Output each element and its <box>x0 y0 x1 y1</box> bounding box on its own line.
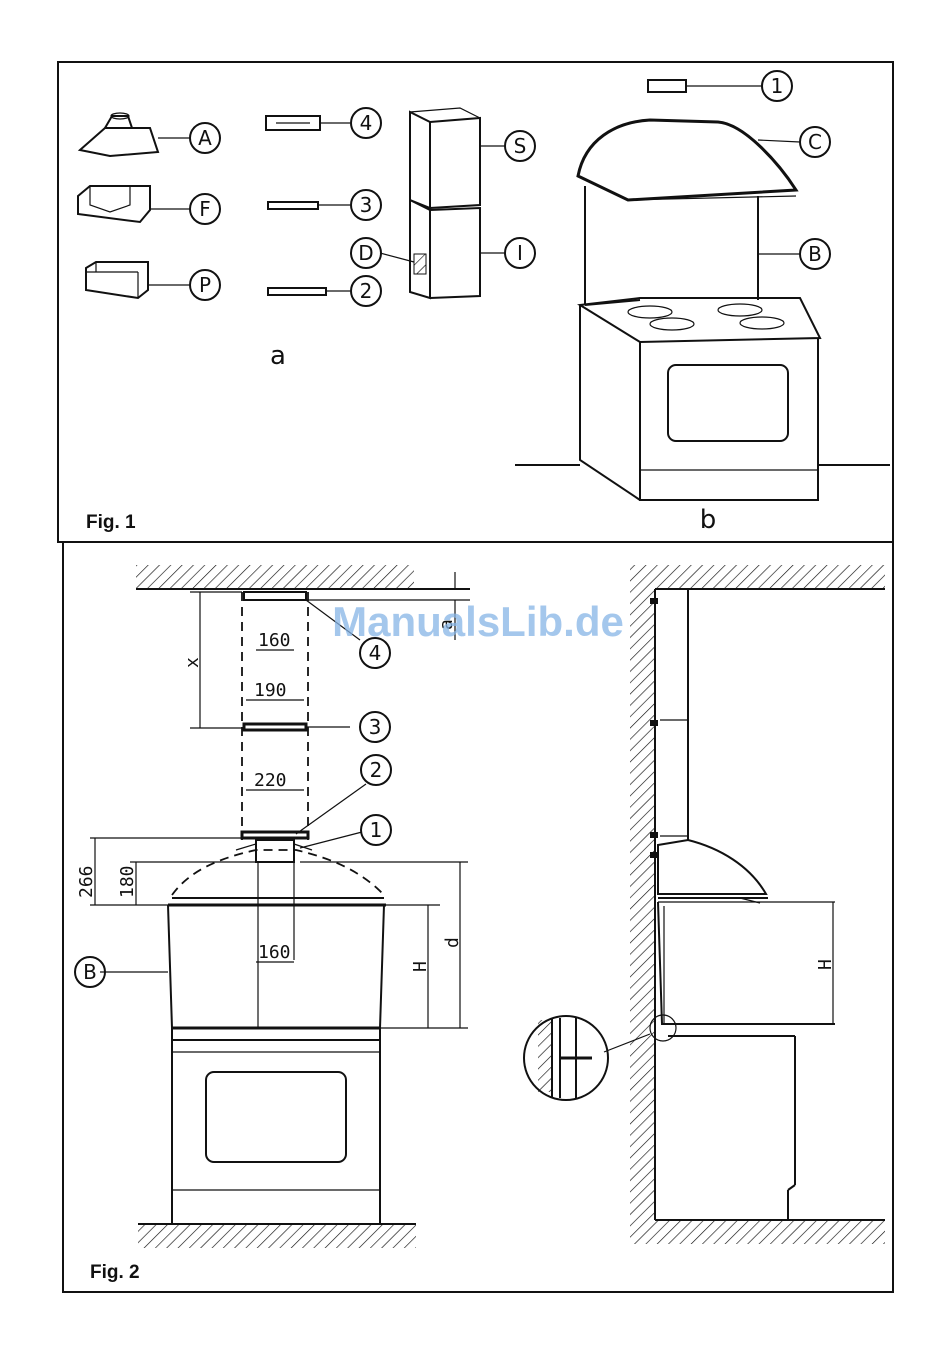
callout-1-fig1: 1 <box>762 71 792 101</box>
dim-160-bottom: 160 <box>258 942 291 963</box>
front-ceiling <box>136 565 470 589</box>
callout-1-fig2: 1 <box>361 815 391 845</box>
callout-a: A <box>190 123 220 153</box>
figure-2: 160 190 220 160 266 180 x a H d 4 3 2 1 … <box>75 565 885 1283</box>
callout-2: 2 <box>351 276 381 306</box>
dim-h-front: H <box>410 961 431 972</box>
callout-4: 4 <box>351 108 381 138</box>
dim-d: d <box>442 937 463 948</box>
callout-d-label: D <box>358 241 373 265</box>
dim-180: 180 <box>117 865 138 898</box>
callout-c: C <box>800 127 830 157</box>
watermark: ManualsLib.de <box>332 598 624 645</box>
dim-220: 220 <box>254 770 287 791</box>
callout-s: S <box>505 131 535 161</box>
callout-s-label: S <box>514 134 527 158</box>
dim-h-side: H <box>815 959 836 970</box>
chimney-drawing <box>380 108 506 298</box>
part-p-drawing <box>86 262 190 298</box>
callout-c-label: C <box>808 130 822 154</box>
callout-4-label: 4 <box>360 111 373 135</box>
fig1-label: Fig. 1 <box>86 512 136 533</box>
callout-i: I <box>505 238 535 268</box>
callout-a-label: A <box>198 126 212 150</box>
callout-3-label: 3 <box>360 193 373 217</box>
callout-b-fig1: B <box>800 239 830 269</box>
callout-b-fig1-label: B <box>808 242 822 266</box>
callout-p: P <box>190 270 220 300</box>
callout-b-fig2-label: B <box>83 960 97 984</box>
fig1-sub-b: b <box>700 505 717 535</box>
frame <box>58 62 893 1292</box>
callout-1-fig1-label: 1 <box>771 74 784 98</box>
callout-f: F <box>190 194 220 224</box>
dim-266: 266 <box>76 865 97 898</box>
bracket-3-drawing <box>268 202 350 209</box>
hood-cooker-drawing <box>515 80 890 500</box>
front-hood-outline <box>172 850 384 1028</box>
callout-2-label: 2 <box>360 279 373 303</box>
callout-2-fig2-label: 2 <box>370 758 383 782</box>
side-view <box>524 565 885 1244</box>
fig1-sub-a: a <box>270 341 286 371</box>
dim-190: 190 <box>254 680 287 701</box>
callout-i-label: I <box>517 241 523 265</box>
callout-3-fig2: 3 <box>360 712 390 742</box>
figure-1: A F P <box>78 71 890 535</box>
bracket-2-drawing <box>268 288 350 295</box>
front-floor <box>138 1224 416 1248</box>
callout-f-label: F <box>199 197 211 221</box>
callout-2-fig2: 2 <box>361 755 391 785</box>
dim-x: x <box>182 657 203 668</box>
dim-160-top: 160 <box>258 630 291 651</box>
callout-3-fig2-label: 3 <box>369 715 382 739</box>
callout-1-fig2-label: 1 <box>370 818 383 842</box>
callout-d: D <box>351 238 381 268</box>
bracket-4-drawing <box>266 116 350 130</box>
front-cabinet <box>100 905 386 1224</box>
callout-3: 3 <box>351 190 381 220</box>
fig2-label: Fig. 2 <box>90 1262 140 1283</box>
part-a-drawing <box>80 113 190 156</box>
callout-p-label: P <box>199 273 211 297</box>
part-f-drawing <box>78 186 190 222</box>
